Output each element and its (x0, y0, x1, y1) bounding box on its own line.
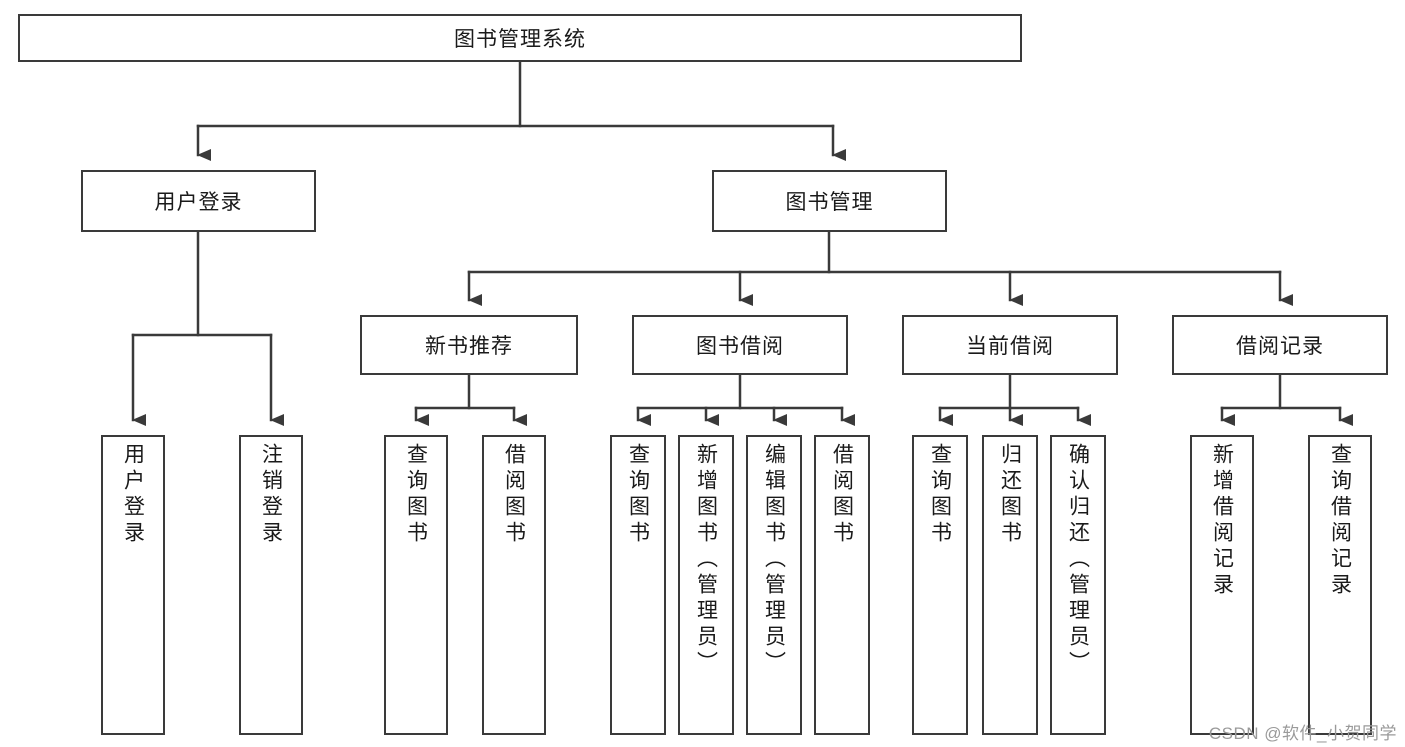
leaf-confirm-return-admin[interactable]: 确认归还（管理员） (1050, 435, 1106, 735)
leaf-edit-book-admin[interactable]: 编辑图书（管理员） (746, 435, 802, 735)
node-label: 图书管理 (785, 191, 874, 214)
node-label: 借阅记录 (1236, 335, 1324, 358)
node-label: 新增借阅记录 (1210, 443, 1234, 599)
node-label: 借阅图书 (830, 443, 854, 547)
node-label: 归还图书 (998, 443, 1022, 547)
leaf-borrow-book[interactable]: 借阅图书 (814, 435, 870, 735)
leaf-query-book-borrow[interactable]: 查询图书 (610, 435, 666, 735)
leaf-query-book-current[interactable]: 查询图书 (912, 435, 968, 735)
node-label: 新增图书（管理员） (694, 443, 718, 677)
leaf-query-book-recommend[interactable]: 查询图书 (384, 435, 448, 735)
node-label: 用户登录 (154, 191, 243, 214)
leaf-borrow-book-recommend[interactable]: 借阅图书 (482, 435, 546, 735)
leaf-user-login[interactable]: 用户登录 (101, 435, 165, 735)
node-label: 用户登录 (121, 443, 145, 547)
leaf-return-book[interactable]: 归还图书 (982, 435, 1038, 735)
node-book-management[interactable]: 图书管理 (712, 170, 947, 232)
node-label: 查询图书 (928, 443, 952, 547)
node-label: 查询图书 (626, 443, 650, 547)
node-label: 新书推荐 (425, 335, 513, 358)
leaf-logout[interactable]: 注销登录 (239, 435, 303, 735)
node-borrow-record[interactable]: 借阅记录 (1172, 315, 1388, 375)
leaf-add-book-admin[interactable]: 新增图书（管理员） (678, 435, 734, 735)
node-label: 图书借阅 (696, 335, 784, 358)
node-user-login[interactable]: 用户登录 (81, 170, 316, 232)
node-label: 当前借阅 (966, 335, 1054, 358)
node-current-borrow[interactable]: 当前借阅 (902, 315, 1118, 375)
node-label: 查询借阅记录 (1328, 443, 1352, 599)
node-label: 确认归还（管理员） (1066, 443, 1090, 677)
node-label: 编辑图书（管理员） (762, 443, 786, 677)
node-new-book-recommend[interactable]: 新书推荐 (360, 315, 578, 375)
leaf-add-borrow-record[interactable]: 新增借阅记录 (1190, 435, 1254, 735)
node-label: 借阅图书 (502, 443, 526, 547)
leaf-query-borrow-record[interactable]: 查询借阅记录 (1308, 435, 1372, 735)
node-label: 注销登录 (259, 443, 283, 547)
node-root[interactable]: 图书管理系统 (18, 14, 1022, 62)
csdn-watermark: CSDN @软件_小贺同学 (1208, 724, 1397, 743)
node-book-borrow[interactable]: 图书借阅 (632, 315, 848, 375)
node-label: 查询图书 (404, 443, 428, 547)
node-label: 图书管理系统 (454, 28, 586, 51)
